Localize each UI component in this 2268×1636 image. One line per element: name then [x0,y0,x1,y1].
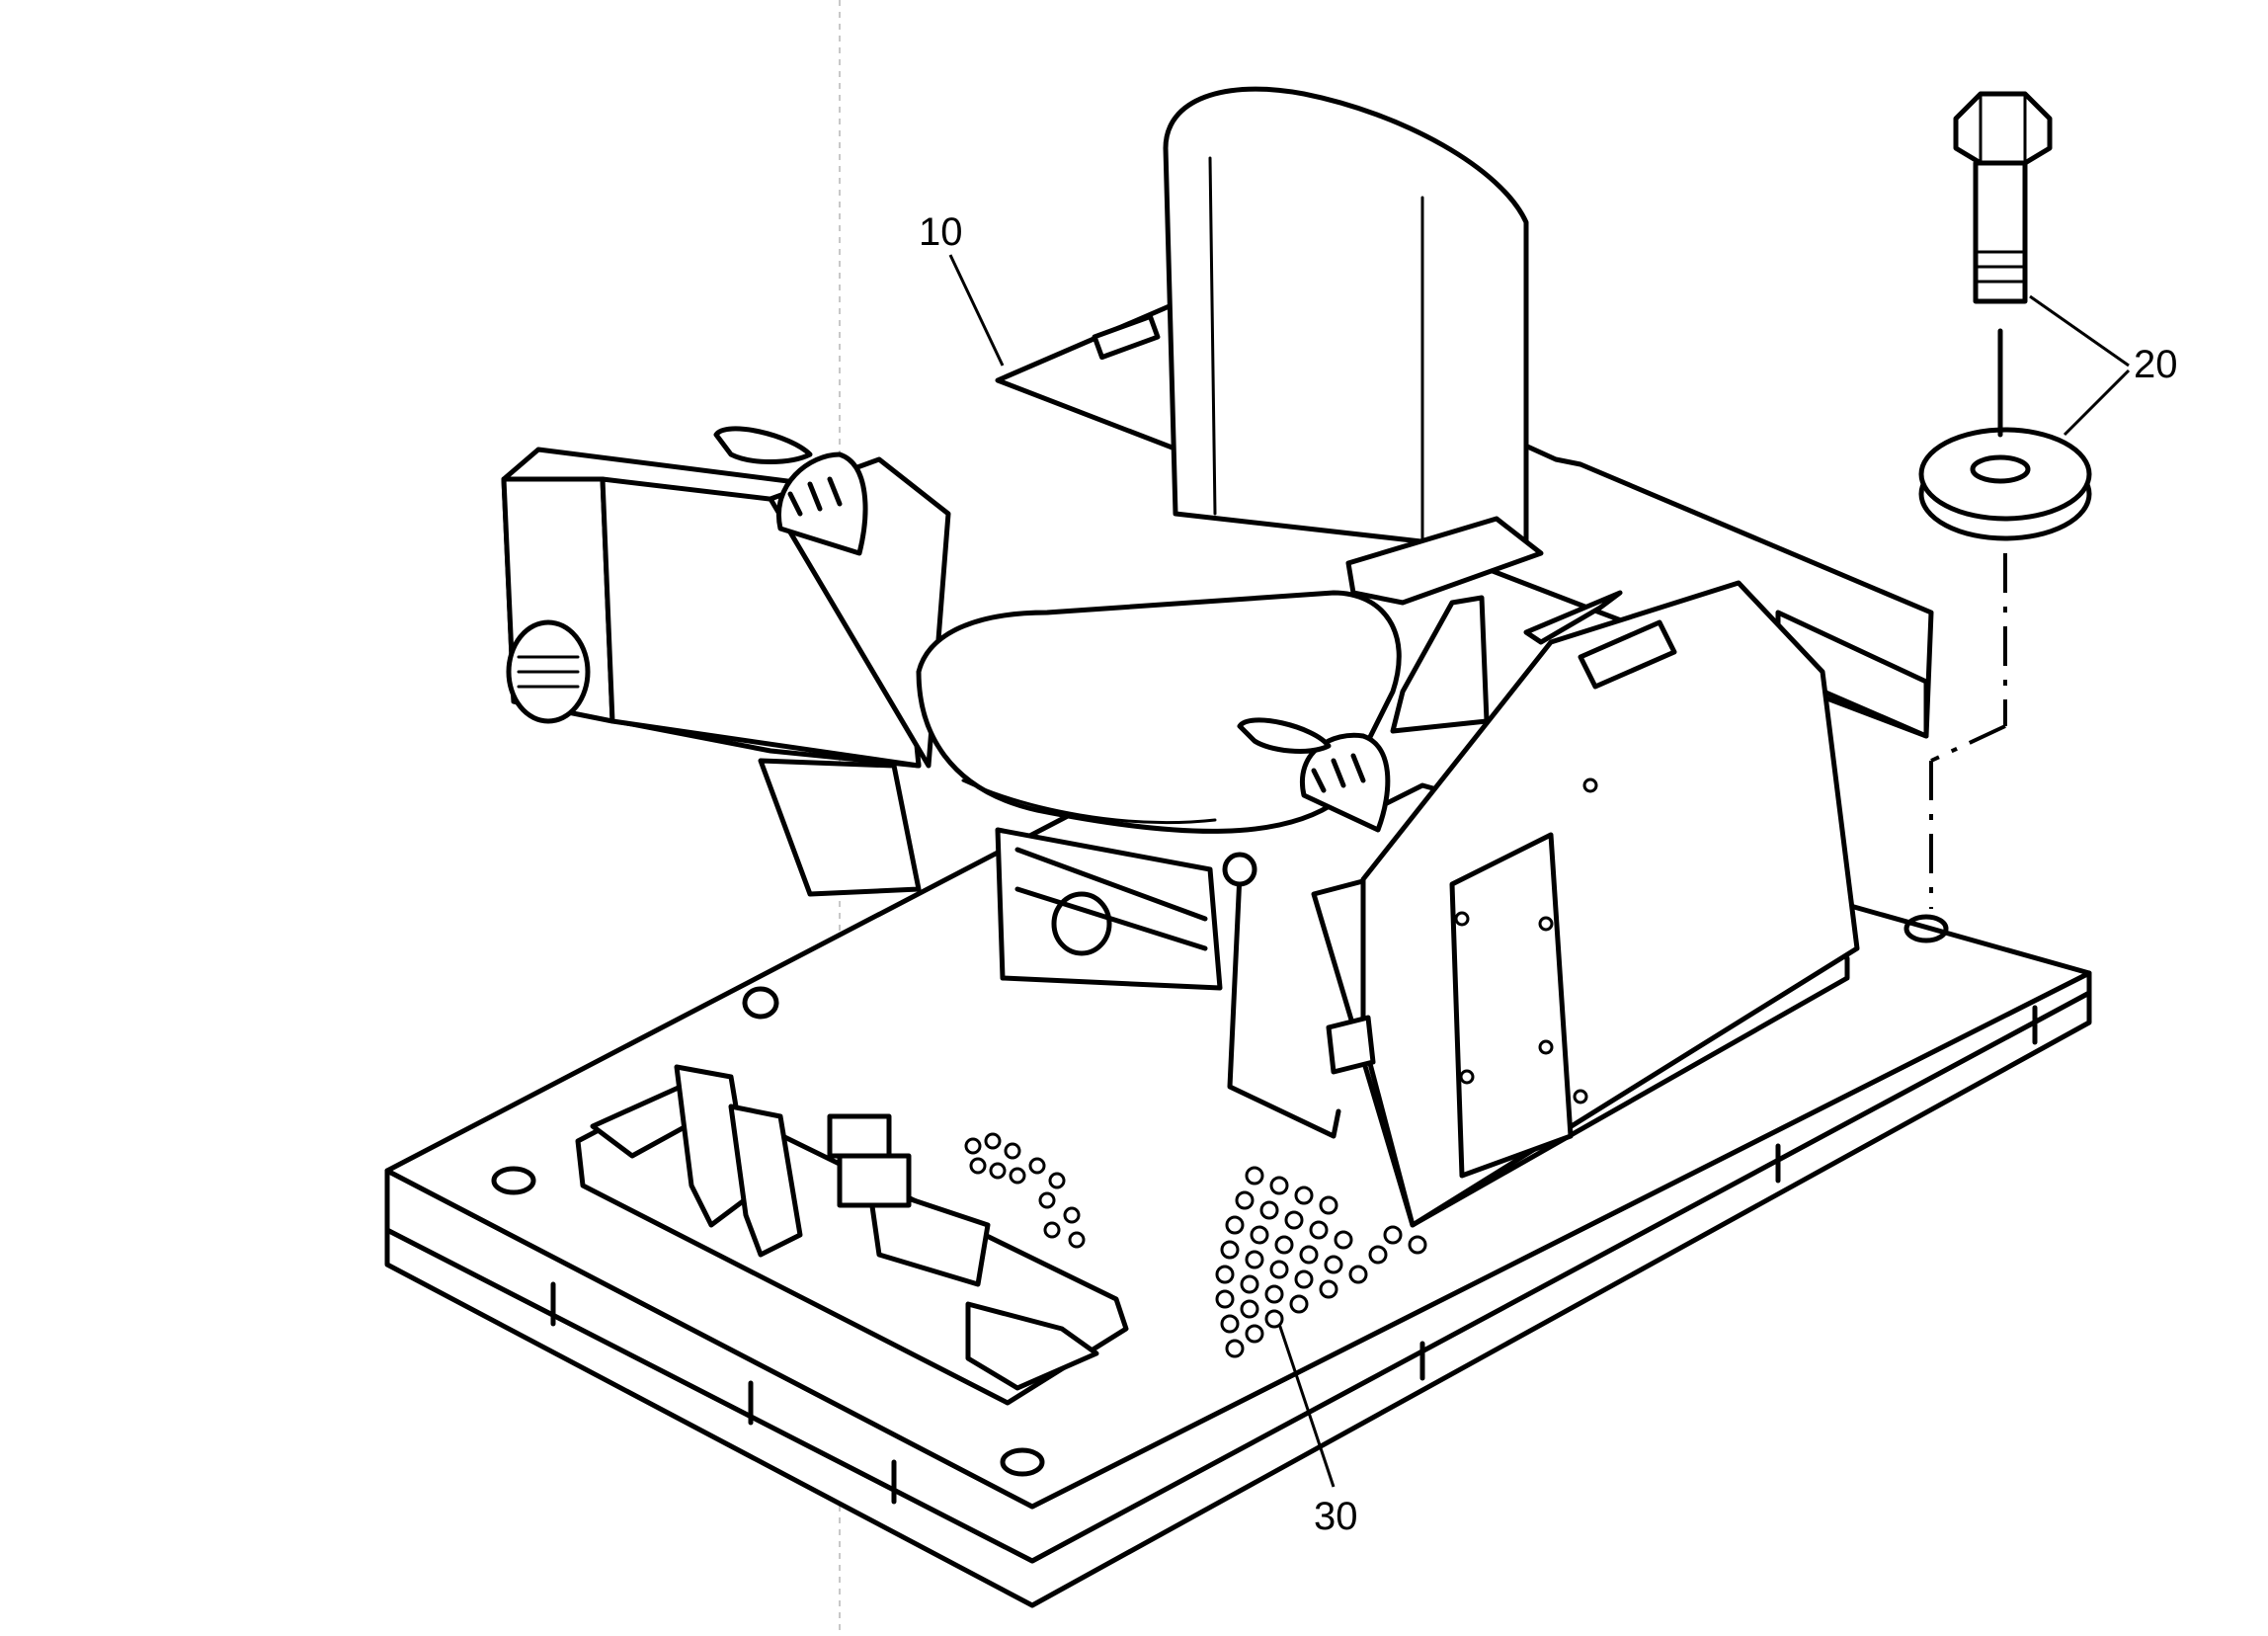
left-control-console [501,426,951,897]
anti-slip-pattern-rear [964,1132,1086,1249]
callout-10: 10 [919,210,963,254]
operator-seat [916,86,1544,991]
leader-10 [948,254,1005,367]
callout-20: 20 [2134,343,2178,386]
leader-20-bolt [2029,294,2130,368]
pedal-console [575,1064,1129,1406]
leader-30 [1277,1323,1336,1488]
anti-slip-pattern-front [1215,1166,1427,1358]
callout-30: 30 [1314,1495,1358,1538]
leader-20-washer [2063,368,2131,437]
right-control-console [1222,580,1860,1228]
bolt-and-washer [1918,91,2092,909]
callout-leaders [948,254,2131,1488]
